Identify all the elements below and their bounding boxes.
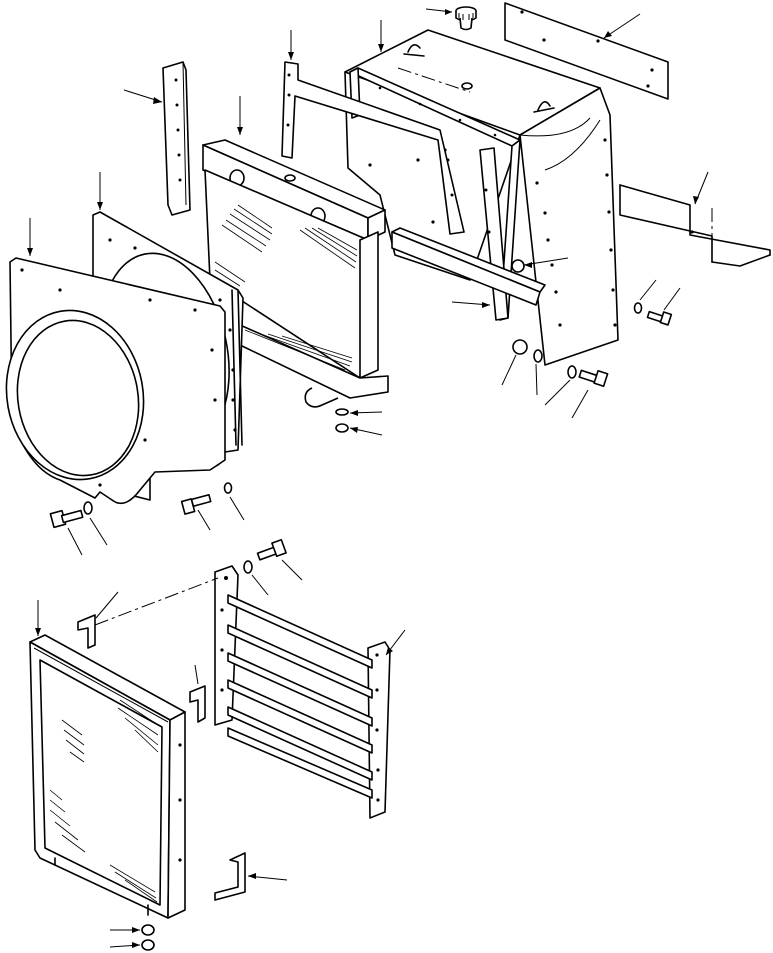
lock-washer: [567, 365, 577, 379]
support-rail: [391, 227, 546, 306]
leader-fan-shroud-plate: [97, 172, 103, 210]
bolt-set-lower-left: [49, 501, 108, 556]
leader-side-baffle: [693, 171, 709, 205]
oil-cooler-core: [29, 634, 186, 919]
leader-fan-shroud-ring: [27, 218, 33, 256]
nut: [141, 924, 155, 936]
oil-cooler-hatching: [49, 699, 159, 903]
top-cover-plate: [504, 2, 669, 100]
radiator-core: [202, 139, 389, 408]
radiator-core-hatching: [214, 204, 358, 371]
screen-guard-frame: [214, 565, 391, 819]
lock-washer: [83, 501, 93, 515]
side-rail-right: [479, 147, 509, 321]
leader-radiator-core: [237, 96, 243, 135]
bolt: [578, 369, 609, 388]
bolt: [646, 310, 673, 326]
nut: [141, 939, 155, 951]
fan-shroud-ring: [5, 257, 226, 505]
leader-top-cover: [603, 13, 641, 39]
nut-washer-right: [501, 339, 543, 396]
lock-washer: [223, 482, 233, 494]
nut-inner-right: [451, 257, 569, 308]
screen-guard-rungs: [227, 594, 373, 799]
side-plate-left: [281, 61, 465, 235]
radiator-cap: [455, 6, 477, 31]
bolt-set-far-right: [633, 279, 681, 326]
bolt-set-lower-mid: [180, 482, 245, 531]
leader-radiator-cap: [425, 8, 453, 15]
alignment-line: [94, 577, 219, 626]
side-bracket-plate: [162, 61, 191, 216]
bolt: [180, 493, 212, 515]
washer-nut-outlet: [335, 408, 383, 436]
mounting-bracket-middle: [189, 664, 206, 723]
bolt-set-right: [544, 365, 609, 419]
lock-washer: [633, 302, 643, 314]
leader-side-plate: [288, 30, 294, 60]
leader-screen-guard: [385, 629, 406, 656]
side-baffle-plate: [619, 184, 771, 267]
bolt: [49, 509, 84, 529]
lock-washer: [243, 560, 253, 574]
mounting-bracket-lower: [214, 852, 288, 901]
leader-frame-seal: [378, 20, 384, 52]
mounting-bracket-upper: [77, 591, 119, 649]
bolt: [256, 538, 287, 561]
shroud-housing: [344, 29, 619, 366]
leader-oil-cooler: [35, 600, 41, 636]
leader-side-bracket: [123, 89, 163, 104]
nuts-oil-cooler: [109, 924, 155, 951]
bolt-set-screen-guard: [243, 538, 303, 596]
